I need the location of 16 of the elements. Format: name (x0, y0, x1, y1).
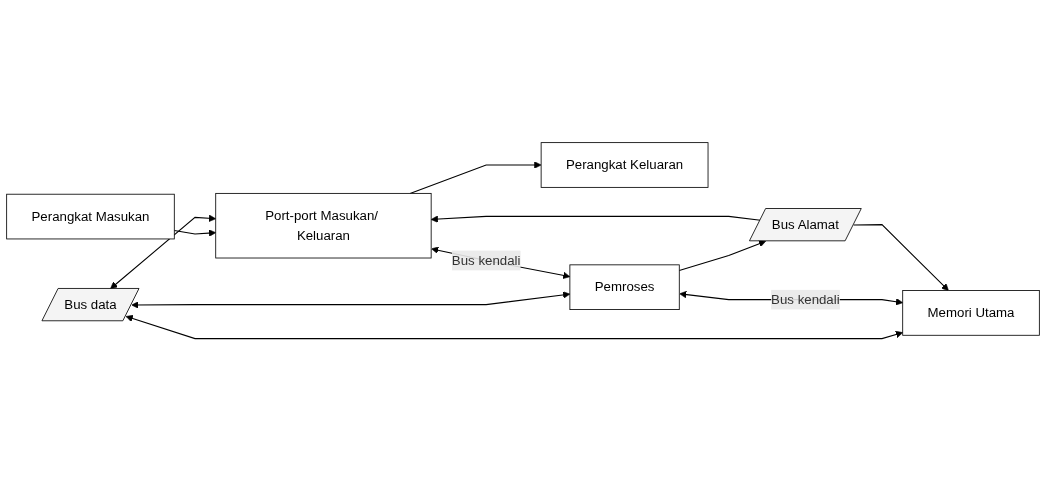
arrow (173, 229, 217, 237)
node-box: Pemroses (569, 264, 680, 310)
arrow (409, 161, 542, 194)
node-box: Perangkat Keluaran (540, 142, 709, 188)
arrow (853, 224, 949, 291)
arrow (430, 215, 761, 223)
node-box: Perangkat Masukan (6, 193, 175, 240)
arrow (678, 240, 766, 271)
arrow (125, 314, 904, 340)
node-box: Memori Utama (902, 290, 1040, 336)
node-box: Port-port Masukan/ Keluaran (215, 192, 432, 259)
arrow (131, 291, 571, 309)
edge-label: Bus kendali (451, 252, 521, 268)
arrow (110, 214, 217, 289)
arrow (431, 246, 571, 279)
edge-label: Bus kendali (771, 292, 840, 307)
